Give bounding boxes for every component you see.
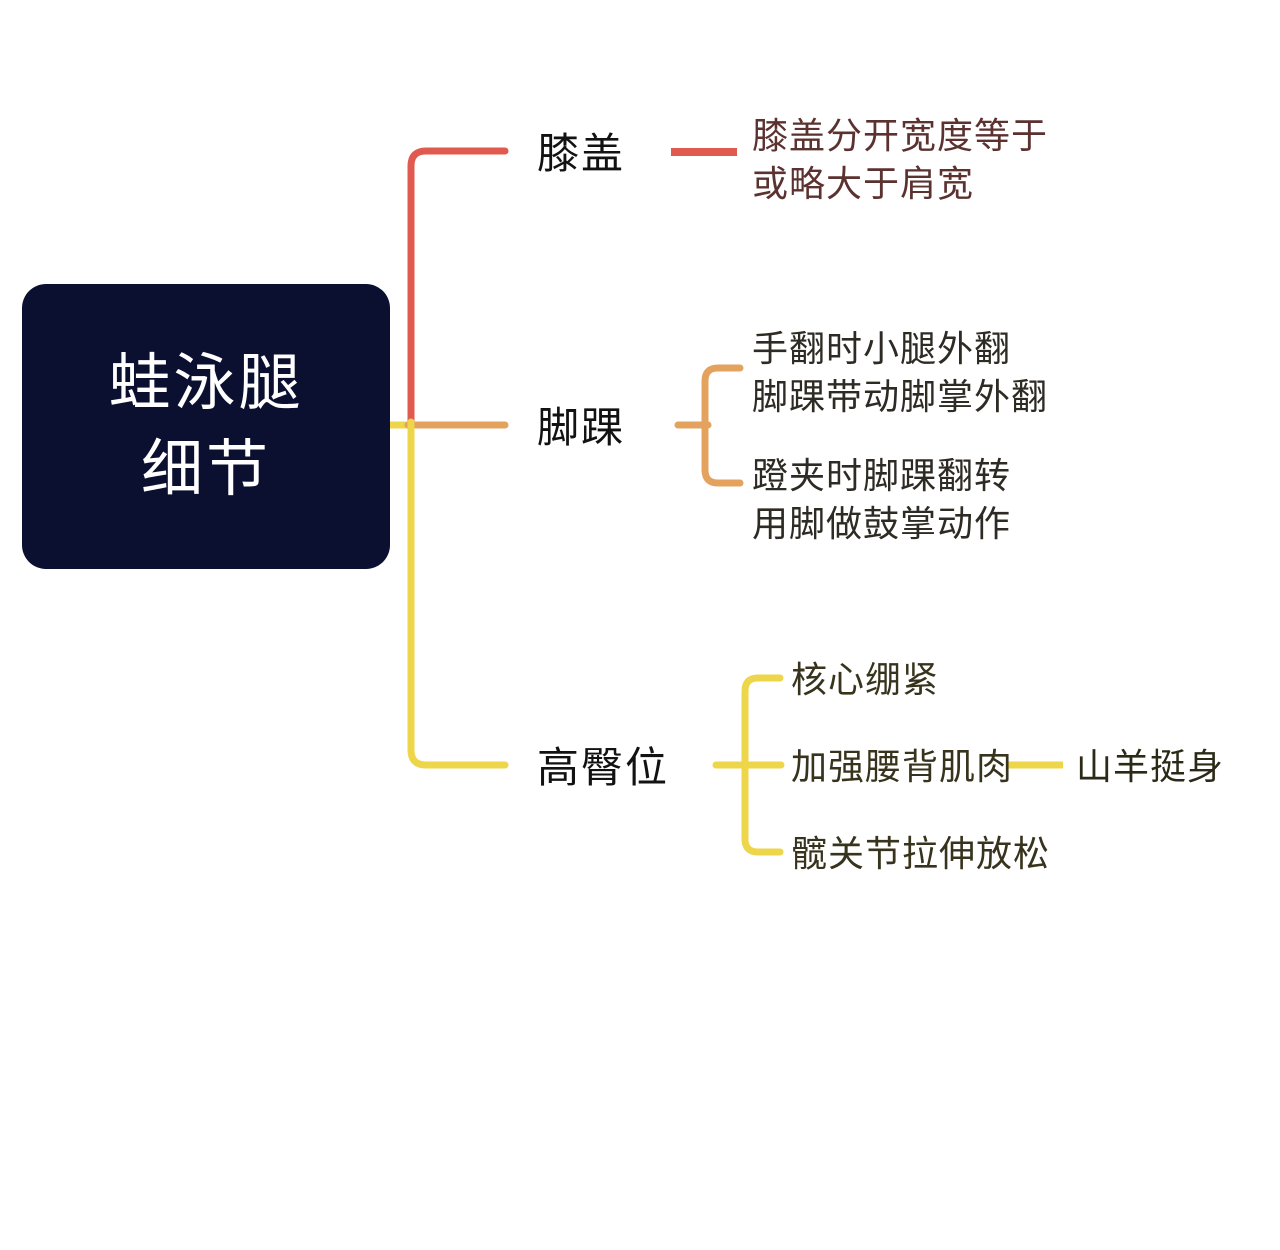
leaf-knee-1[interactable]: 膝盖分开宽度等于 或略大于肩宽 <box>752 115 1049 204</box>
leaf-brace-ankle <box>701 364 744 487</box>
branch-wire-knee <box>407 147 509 432</box>
root-node[interactable]: 蛙泳腿 细节 <box>22 284 390 569</box>
leaf-high-hip-3[interactable]: 髋关节拉伸放松 <box>791 833 1051 874</box>
leaf-ankle-1[interactable]: 手翻时小腿外翻 脚踝带动脚掌外翻 <box>752 328 1049 417</box>
branch-label-high-hip[interactable]: 高臀位 <box>537 744 670 791</box>
branch-wire-high-hip <box>407 418 509 769</box>
leaf-high-hip-1[interactable]: 核心绷紧 <box>791 659 940 700</box>
branch-label-ankle[interactable]: 脚踝 <box>537 404 626 451</box>
leaf-high-hip-2-sub[interactable]: 山羊挺身 <box>1076 746 1225 787</box>
leaf-high-hip-2[interactable]: 加强腰背肌肉 <box>791 746 1014 787</box>
root-node-label: 蛙泳腿 细节 <box>108 348 304 504</box>
leaf-brace-high-hip <box>741 674 784 856</box>
branch-label-knee[interactable]: 膝盖 <box>537 130 626 177</box>
leaf-ankle-2[interactable]: 蹬夹时脚踝翻转 用脚做鼓掌动作 <box>752 455 1012 544</box>
